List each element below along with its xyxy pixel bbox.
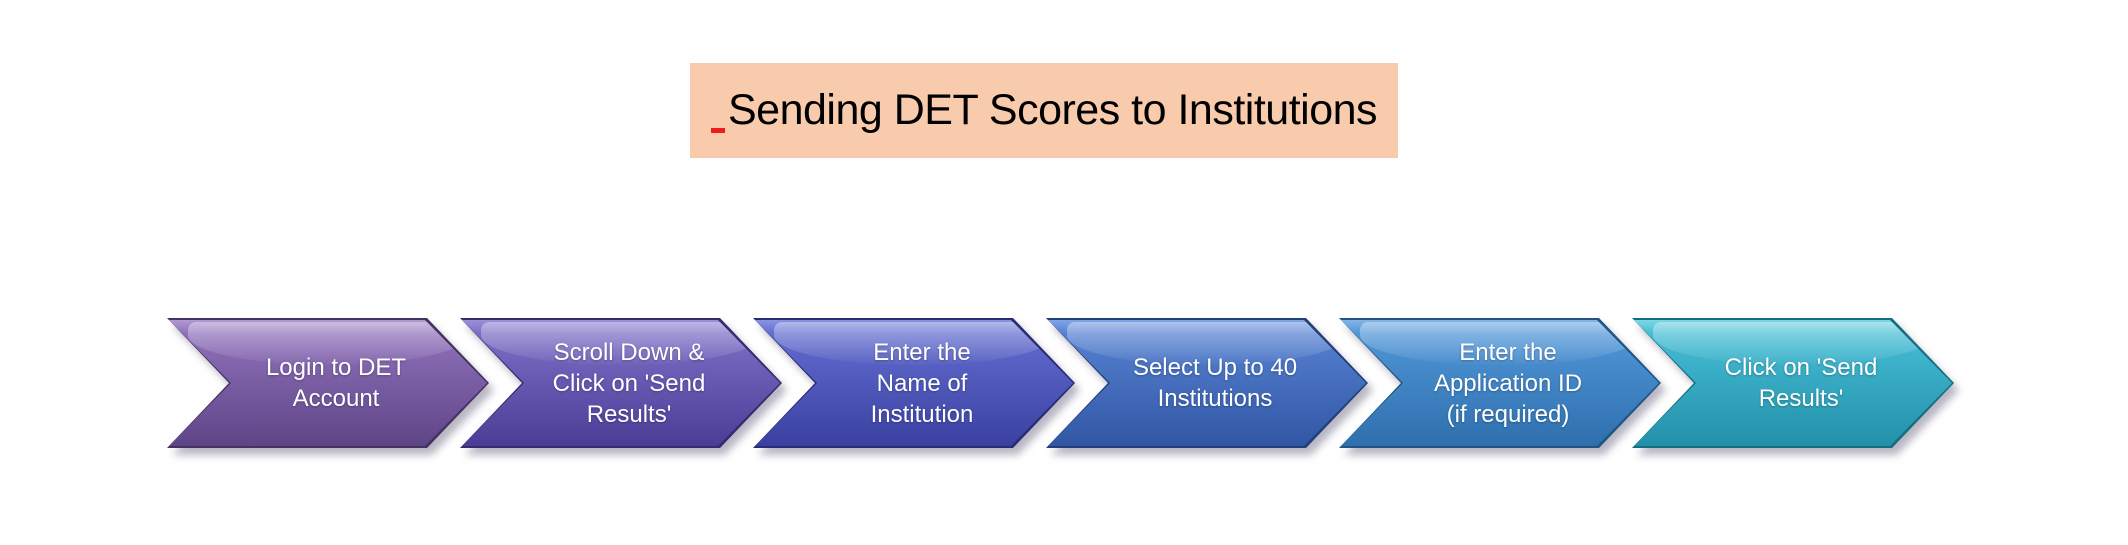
step-label: Scroll Down & Click on 'Send Results' [552, 338, 706, 428]
process-step-5: Enter the Application ID (if required) [1339, 318, 1661, 448]
step-label: Login to DET Account [265, 354, 407, 412]
process-step-2: Scroll Down & Click on 'Send Results' [460, 318, 782, 448]
chevron-arrow-fill: Enter the Name of Institution [755, 320, 1073, 446]
process-step-3: Enter the Name of Institution [753, 318, 1075, 448]
step-label: Enter the Name of Institution [870, 338, 974, 428]
chevron-arrow-fill: Scroll Down & Click on 'Send Results' [462, 320, 780, 446]
title-line: Sending DET Scores to Institutions [710, 86, 1378, 135]
spellcheck-underline-mark [710, 128, 725, 133]
process-step-6: Click on 'Send Results' [1632, 318, 1954, 448]
step-label: Click on 'Send Results' [1724, 354, 1878, 412]
chevron-arrow-fill: Click on 'Send Results' [1634, 320, 1952, 446]
chevron-arrow-fill: Enter the Application ID (if required) [1341, 320, 1659, 446]
chevron-arrow-fill: Login to DET Account [169, 320, 487, 446]
diagram-title-box: Sending DET Scores to Institutions [690, 63, 1398, 158]
process-step-1: Login to DET Account [167, 318, 489, 448]
chevron-arrow-fill: Select Up to 40 Institutions [1048, 320, 1366, 446]
process-step-4: Select Up to 40 Institutions [1046, 318, 1368, 448]
diagram-title: Sending DET Scores to Institutions [727, 86, 1378, 134]
step-label: Select Up to 40 Institutions [1132, 354, 1298, 412]
step-label: Enter the Application ID (if required) [1433, 338, 1583, 428]
